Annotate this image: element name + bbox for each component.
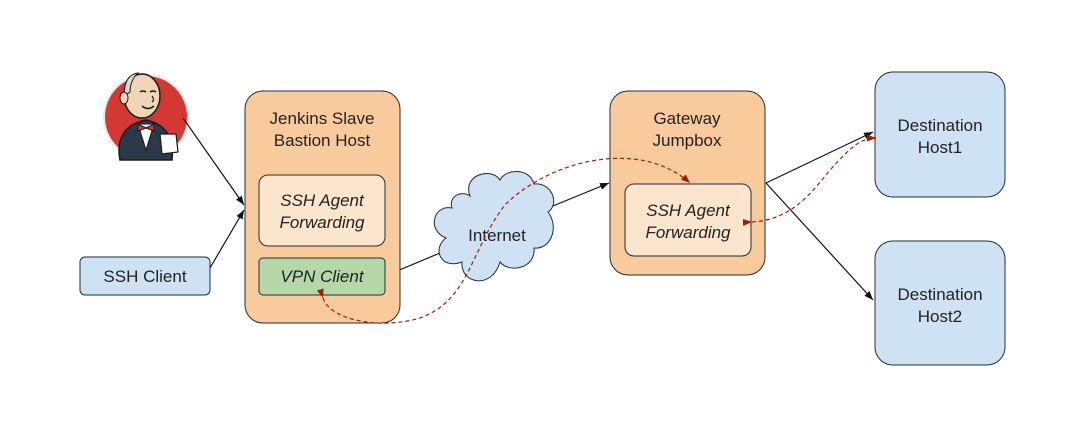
bastion-agent-line1: SSH Agent <box>280 191 365 210</box>
bastion-agent-line2: Forwarding <box>279 213 365 232</box>
internet-to-gateway-arrow <box>547 182 610 209</box>
ssh-client-label: SSH Client <box>103 267 186 286</box>
bastion-title-line2: Bastion Host <box>274 131 371 150</box>
destination-host2-node: Destination Host2 <box>874 240 1006 366</box>
vpn-client-label: VPN Client <box>280 267 364 286</box>
gateway-title-line2: Jumpbox <box>653 131 722 150</box>
bastion-title-line1: Jenkins Slave <box>270 109 375 128</box>
vpn-to-gateway-agent-dashed-arrow <box>316 157 691 324</box>
destination-host1-node: Destination Host1 <box>874 71 1006 198</box>
gateway-to-dest2-arrow <box>765 182 874 301</box>
gateway-agent-line2: Forwarding <box>645 223 731 242</box>
agent-forwarding-paths <box>316 134 877 324</box>
dest1-line1: Destination <box>897 116 982 135</box>
gateway-agent-to-dest1-dashed-arrow <box>742 134 877 226</box>
dest1-line2: Host1 <box>918 138 962 157</box>
bastion-ssh-agent-box <box>258 174 386 247</box>
dest2-line2: Host2 <box>918 307 962 326</box>
gateway-agent-line1: SSH Agent <box>646 201 731 220</box>
gateway-ssh-agent-box <box>624 183 752 257</box>
gateway-jumpbox-node: Gateway Jumpbox SSH Agent Forwarding <box>609 90 766 276</box>
ssh-client-to-bastion-arrow <box>209 209 245 269</box>
dest2-line1: Destination <box>897 285 982 304</box>
gateway-to-dest1-arrow <box>765 131 874 184</box>
gateway-title-line1: Gateway <box>653 109 721 128</box>
logo-to-bastion-arrow <box>182 117 245 206</box>
jenkins-butler-icon <box>103 72 189 161</box>
internet-label: Internet <box>468 226 526 245</box>
internet-cloud-node: Internet <box>433 171 555 282</box>
bastion-host-node: Jenkins Slave Bastion Host SSH Agent For… <box>244 90 401 324</box>
ssh-client-node: SSH Client <box>79 256 211 296</box>
